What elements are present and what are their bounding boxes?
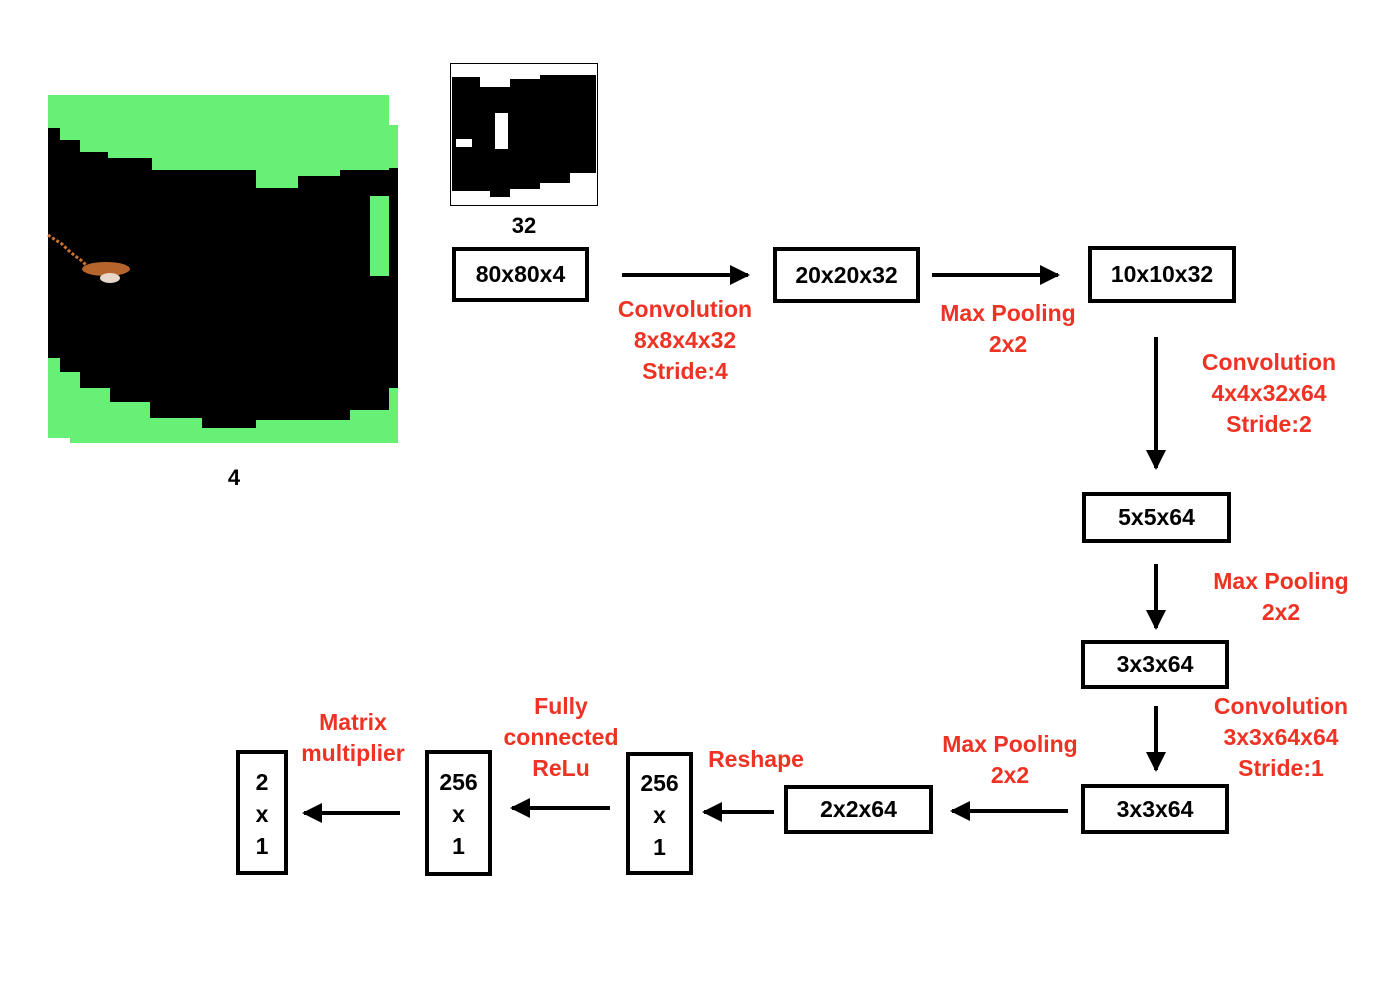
- preprocessed-channels: 32: [511, 213, 537, 238]
- dim-x: x: [452, 801, 465, 827]
- frame-front: [47, 95, 389, 438]
- preprocessed-frame: [450, 63, 598, 206]
- dim-x: x: [653, 801, 666, 828]
- node-pool3-2x2x64: 2x2x64: [784, 785, 933, 834]
- dim-1: 1: [255, 832, 269, 859]
- node-conv1-20x20x32: 20x20x32: [773, 247, 920, 303]
- node-pool1-10x10x32: 10x10x32: [1088, 246, 1236, 303]
- dim-1: 1: [653, 833, 666, 860]
- node-input-80x80x4: 80x80x4: [452, 247, 589, 302]
- node-conv2-5x5x64: 5x5x64: [1082, 492, 1231, 543]
- dim-1: 1: [452, 833, 465, 859]
- dim-256: 256: [439, 769, 478, 795]
- node-output-2x1: 2 x 1: [236, 750, 288, 875]
- game-frame-stack: [47, 95, 398, 443]
- dim-2: 2: [255, 768, 269, 795]
- edge-label-reshape: Reshape: [708, 746, 804, 772]
- helicopter-sprite: [47, 233, 130, 283]
- node-reshape-256x1: 256 x 1: [626, 752, 693, 875]
- node-fc-256x1: 256 x 1: [425, 750, 492, 876]
- frame-stack-count: 4: [227, 465, 241, 490]
- node-pool2-3x3x64: 3x3x64: [1081, 640, 1229, 689]
- dim-256: 256: [640, 769, 679, 796]
- dim-x: x: [255, 800, 269, 827]
- node-conv3-3x3x64: 3x3x64: [1081, 784, 1229, 834]
